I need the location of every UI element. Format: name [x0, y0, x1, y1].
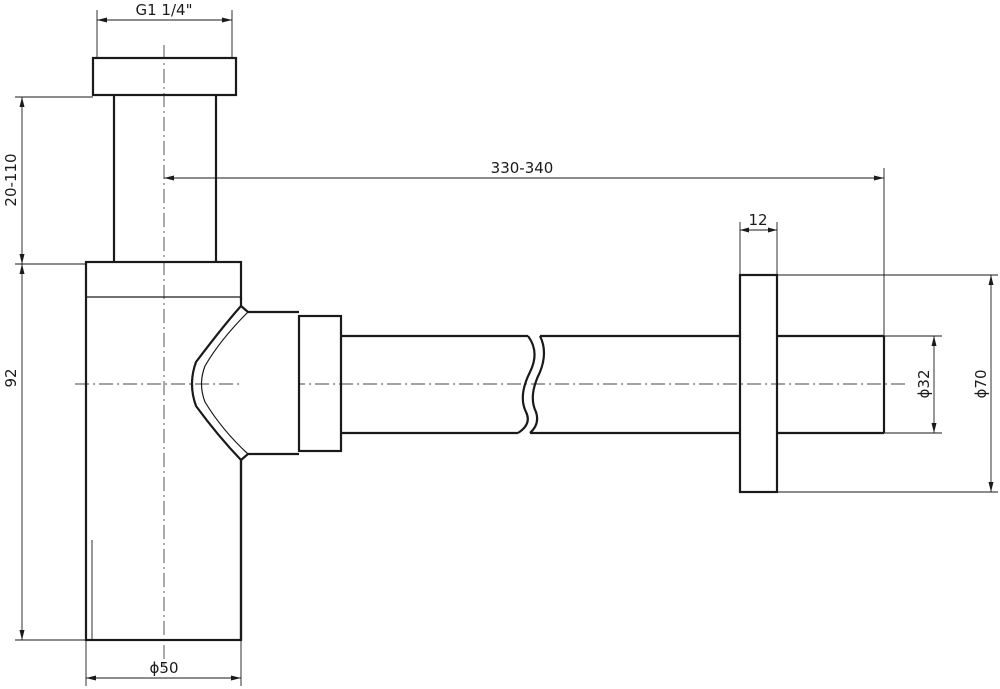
dim-thread: G1 1/4" — [96, 1, 233, 58]
outlet-nut — [297, 314, 343, 453]
upper-tube — [112, 95, 218, 262]
wall-pipe — [777, 334, 886, 435]
wall-flange — [738, 273, 779, 494]
outlet-elbow — [190, 297, 299, 640]
horizontal-pipe — [341, 334, 740, 435]
top-nut — [91, 56, 238, 97]
trap-body — [84, 260, 243, 642]
dim-length: 330-340 — [164, 159, 885, 336]
dim-height-adjust: 20-110 — [2, 96, 93, 265]
dim-length-label: 330-340 — [491, 159, 554, 177]
dim-flange-thickness: 12 — [739, 211, 778, 275]
dim-body-height-label: 92 — [2, 368, 20, 387]
dim-pipe-diameter-label: ϕ32 — [915, 370, 933, 399]
dim-body-diameter: ϕ50 — [85, 640, 242, 686]
dim-flange-thickness-label: 12 — [748, 211, 767, 229]
dim-pipe-diameter: ϕ32 — [884, 335, 942, 434]
dim-thread-label: G1 1/4" — [136, 1, 193, 19]
dim-body-diameter-label: ϕ50 — [150, 659, 179, 677]
dim-height-adjust-label: 20-110 — [2, 153, 20, 206]
dim-flange-diameter-label: ϕ70 — [972, 370, 990, 399]
dim-body-height: 92 — [2, 264, 86, 641]
dim-flange-diameter: ϕ70 — [777, 274, 998, 493]
